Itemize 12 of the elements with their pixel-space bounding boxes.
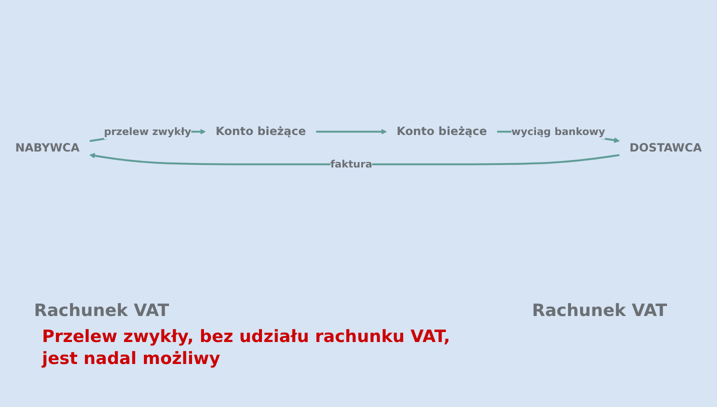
node-text: DOSTAWCA bbox=[629, 141, 702, 155]
edge-label: wyciąg bankowy bbox=[511, 125, 606, 138]
account-label: Rachunek VAT bbox=[34, 300, 170, 322]
node-text: NABYWCA bbox=[15, 141, 80, 155]
edge-label: faktura bbox=[330, 158, 372, 170]
account-label: Rachunek VAT bbox=[532, 300, 668, 322]
node-text: Konto bieżące bbox=[396, 125, 488, 138]
node-text: Konto bieżące bbox=[216, 125, 306, 138]
edge-label: przelew zwykły bbox=[104, 125, 192, 138]
note-text: Przelew zwykły, bez udziału rachunku VAT, jest nadal możliwy bbox=[42, 326, 452, 370]
arrow bbox=[90, 152, 620, 166]
arrow bbox=[316, 128, 387, 134]
